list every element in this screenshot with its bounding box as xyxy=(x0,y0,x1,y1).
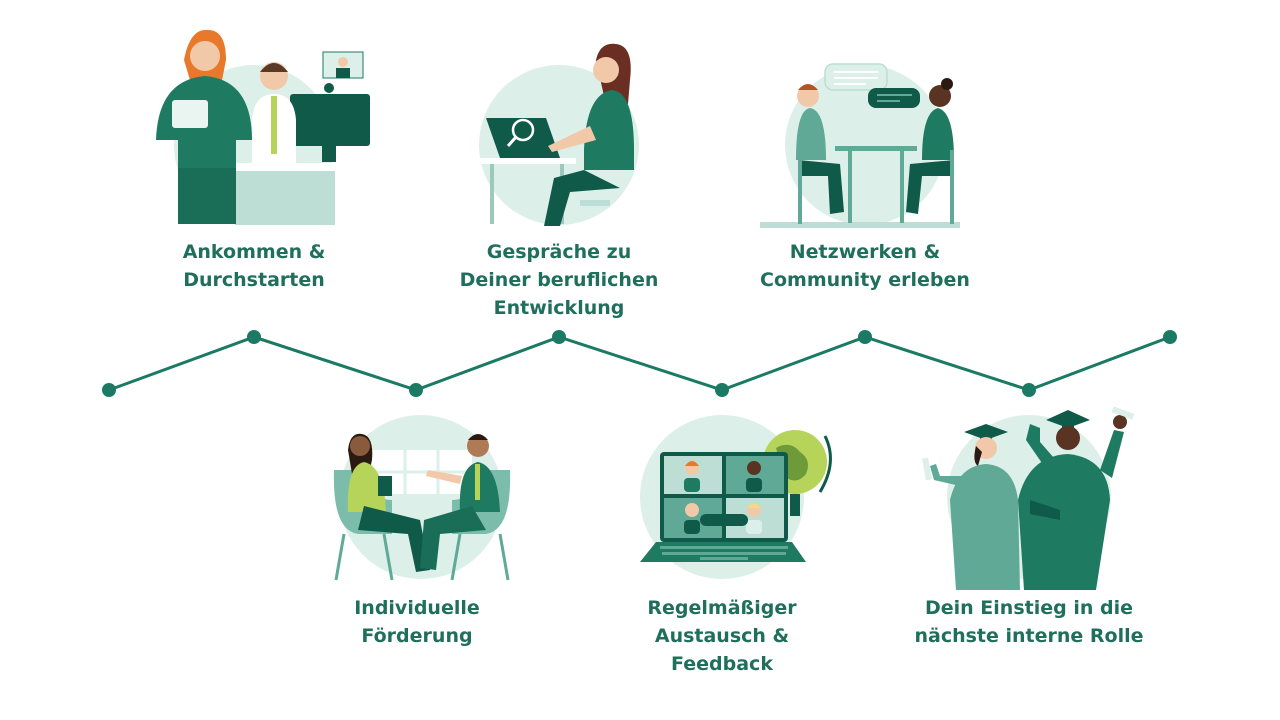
step-label-coaching: Individuelle Förderung xyxy=(354,597,480,647)
step-label-onboarding: Ankommen & Durchstarten xyxy=(182,241,326,291)
coaching-illustration xyxy=(333,415,511,581)
step-label-networking: Netzwerken & Community erleben xyxy=(760,241,970,291)
timeline-node xyxy=(715,383,729,397)
video-call-illustration xyxy=(640,415,832,579)
step-label-next-role: Dein Einstieg in die nächste interne Rol… xyxy=(914,597,1144,647)
timeline-node xyxy=(1022,383,1036,397)
networking-illustration xyxy=(760,63,960,228)
timeline-node xyxy=(858,330,872,344)
career-talk-illustration xyxy=(479,43,639,226)
timeline-line xyxy=(108,335,1171,392)
step-label-career-talk: Gespräche zu Deiner beruflichen Entwickl… xyxy=(459,241,659,319)
graduation-illustration xyxy=(922,406,1135,590)
timeline-node xyxy=(1163,330,1177,344)
timeline-node xyxy=(102,383,116,397)
timeline-node xyxy=(552,330,566,344)
timeline-node xyxy=(409,383,423,397)
step-label-feedback: Regelmäßiger Austausch & Feedback xyxy=(647,597,797,675)
timeline-node xyxy=(247,330,261,344)
onboarding-illustration xyxy=(156,29,370,225)
